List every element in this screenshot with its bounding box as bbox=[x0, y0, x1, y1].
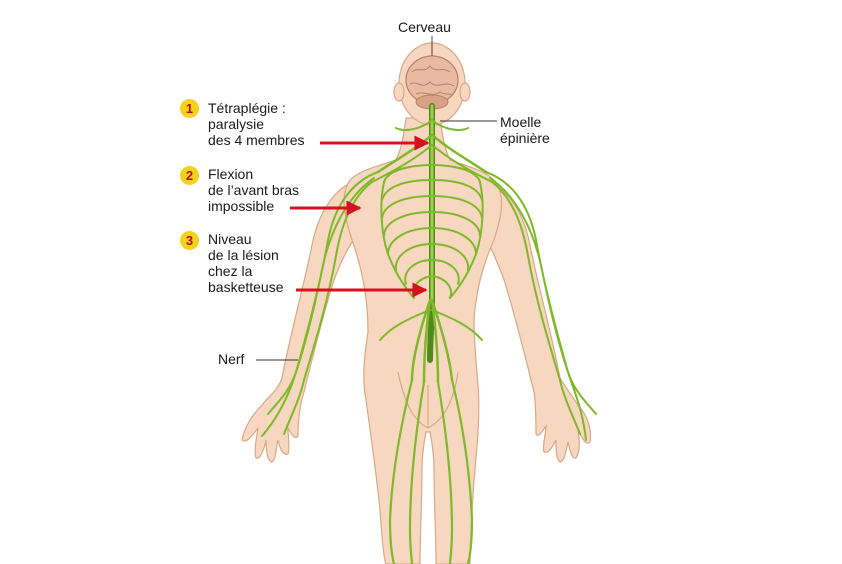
callout-3-line-2: de la lésion bbox=[208, 247, 279, 263]
callout-3-line-1: Niveau bbox=[208, 231, 252, 247]
callout-2-line-1: Flexion bbox=[208, 166, 254, 182]
leader-lines bbox=[256, 36, 497, 361]
callout-2-line-2: de l’avant bras bbox=[208, 182, 300, 198]
callout-3-badge: 3 bbox=[180, 231, 199, 250]
callout-1-line-2: paralysie bbox=[208, 116, 265, 132]
callout-2-text: Flexion de l’avant bras impossible bbox=[208, 166, 299, 214]
spinal-cord-label-line-2: épinière bbox=[500, 130, 550, 146]
callout-2-line-3: impossible bbox=[208, 198, 275, 214]
callout-1-text: Tétraplégie : paralysie des 4 membres bbox=[208, 100, 304, 148]
nerve-label: Nerf bbox=[218, 351, 245, 367]
nerve-network bbox=[261, 103, 597, 564]
callout-2-badge: 2 bbox=[180, 166, 199, 185]
spinal-cord-label-line-1: Moelle bbox=[500, 114, 542, 130]
callout-1-line-1: Tétraplégie : bbox=[208, 100, 286, 116]
brain-label: Cerveau bbox=[398, 19, 451, 35]
callout-1-line-3: des 4 membres bbox=[208, 132, 305, 148]
callout-3-text: Niveau de la lésion chez la basketteuse bbox=[208, 231, 284, 295]
left-arm bbox=[241, 175, 369, 463]
spinal-cord-label: Moelle épinière bbox=[500, 114, 550, 146]
callout-1-badge: 1 bbox=[180, 99, 199, 118]
callout-arrows bbox=[290, 135, 430, 298]
callout-3-line-4: basketteuse bbox=[208, 279, 284, 295]
callout-3-line-3: chez la bbox=[208, 263, 253, 279]
